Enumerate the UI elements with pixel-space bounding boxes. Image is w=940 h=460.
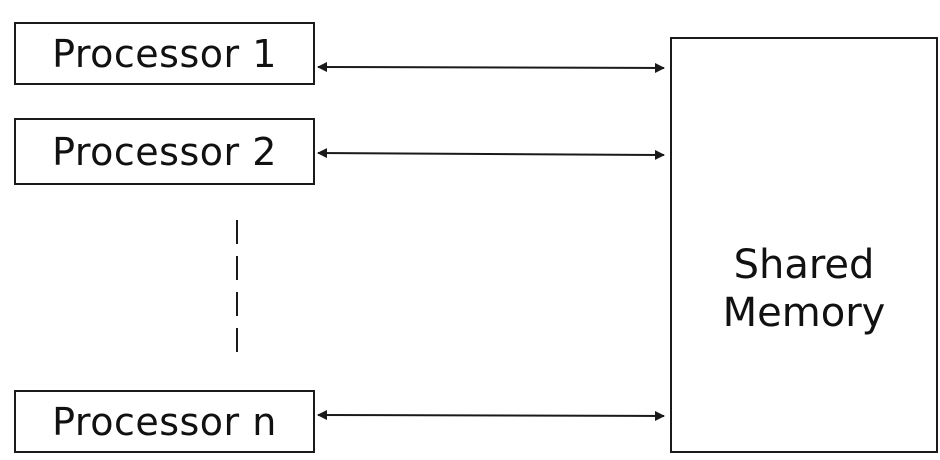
shared-memory-label-line1: Shared [733,242,875,288]
link-arrow-processor-1 [317,62,665,73]
processor-1-box: Processor 1 [14,22,315,85]
shared-memory-box: Shared Memory [670,37,938,453]
link-arrow-processor-n [317,410,665,421]
shared-memory-label: Shared Memory [672,241,936,337]
processor-n-box: Processor n [14,390,315,453]
shared-memory-label-line2: Memory [722,290,886,336]
processor-n-label: Processor n [52,399,277,444]
processor-2-label: Processor 2 [52,129,277,174]
link-arrow-processor-2 [317,148,665,160]
processor-2-box: Processor 2 [14,118,315,185]
processor-1-label: Processor 1 [52,31,277,76]
